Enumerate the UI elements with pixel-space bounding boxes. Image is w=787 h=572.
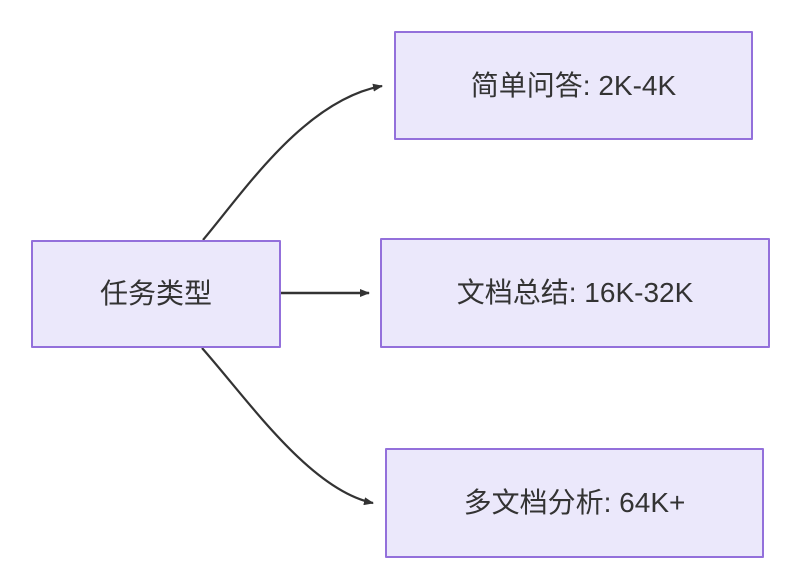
node-simple-qa-label: 简单问答: 2K-4K [470,69,677,101]
node-doc-summary[interactable]: 文档总结: 16K-32K [380,238,770,348]
node-multi-doc[interactable]: 多文档分析: 64K+ [385,448,764,558]
node-doc-summary-label: 文档总结: 16K-32K [456,277,694,309]
node-multi-doc-label: 多文档分析: 64K+ [463,487,686,519]
edge-root-to-multi-doc [201,347,374,506]
edge-root-to-simple-qa [202,83,383,241]
node-task-type[interactable]: 任务类型 [31,240,281,348]
node-task-type-label: 任务类型 [99,278,212,310]
node-simple-qa[interactable]: 简单问答: 2K-4K [394,31,753,140]
